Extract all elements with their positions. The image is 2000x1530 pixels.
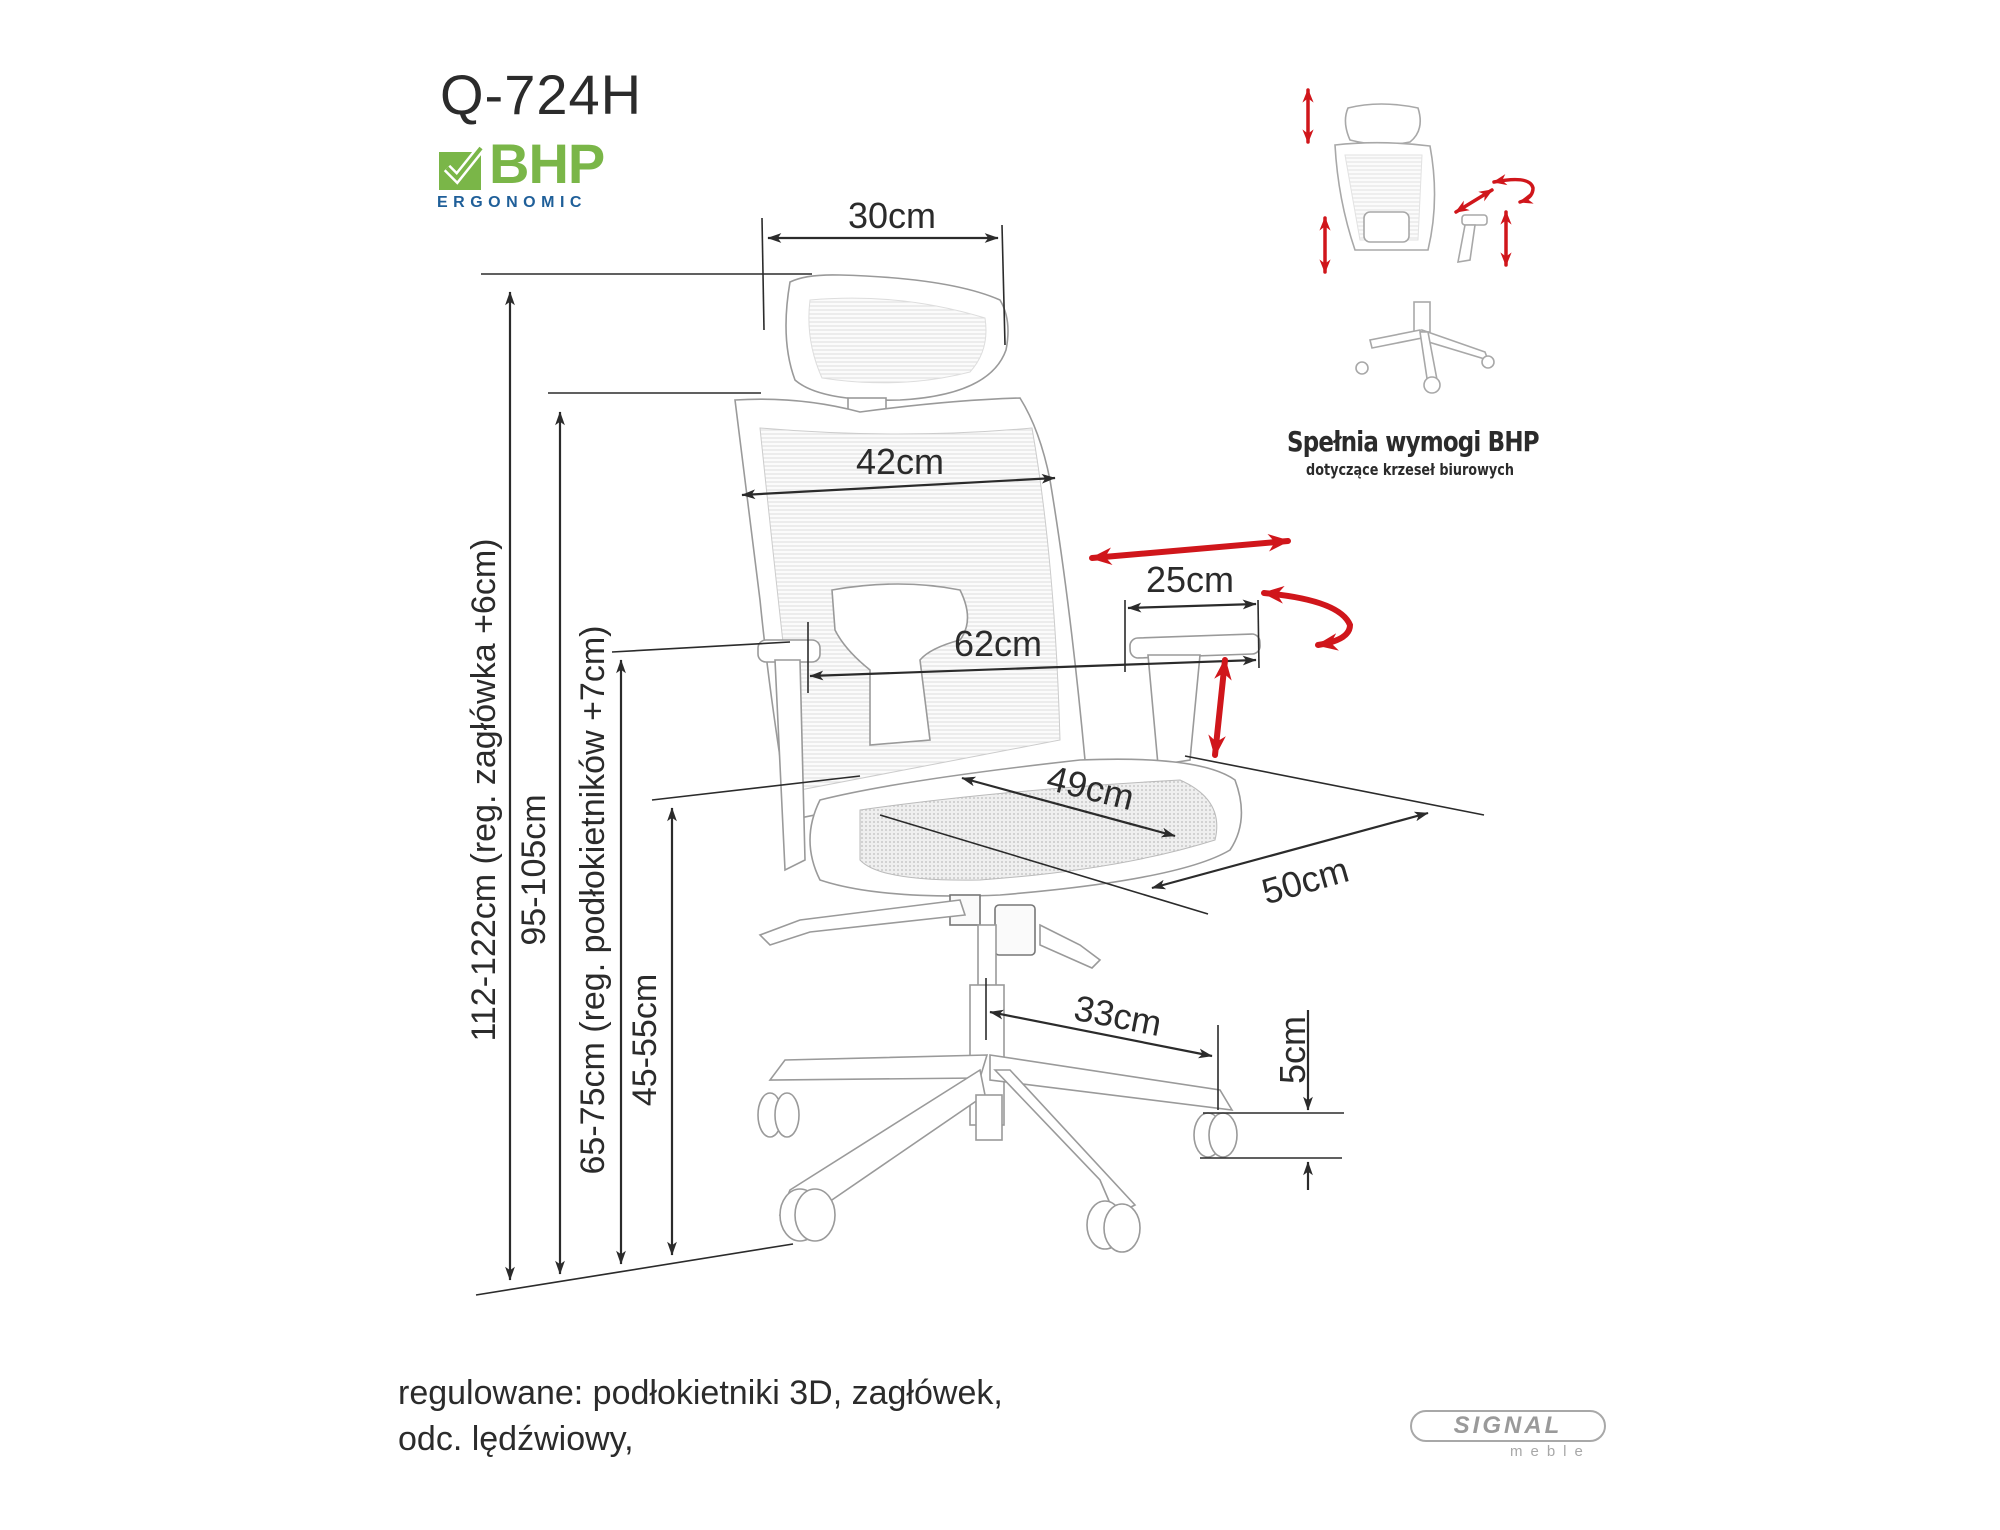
bhp-adjustment-arrows xyxy=(1302,88,1535,274)
armrest-height-label: 65-75cm (reg. podłokietników +7cm) xyxy=(574,626,612,1175)
bhp-label: BHP xyxy=(489,132,605,195)
brand-sub: meble xyxy=(1510,1443,1591,1460)
bhp-chair-back-view xyxy=(1334,103,1495,394)
seat-height-label: 45-55cm xyxy=(626,974,664,1106)
tilt-knob xyxy=(994,904,1036,956)
signal-meble-logo: SIGNAL meble xyxy=(1410,1410,1610,1470)
bhp-certification: Spełnia wymogi BHP dotyczące krzeseł biu… xyxy=(1260,425,1560,479)
between-armrests-label: 62cm xyxy=(954,623,1042,664)
brand-name: SIGNAL xyxy=(1453,1412,1563,1439)
seat-width-label: 50cm xyxy=(1257,849,1353,913)
extension-lines xyxy=(475,217,1485,1296)
total-height-label: 112-122cm (reg. zagłówka +6cm) xyxy=(465,539,503,1042)
features-line-1: regulowane: podłokietniki 3D, zagłówek, xyxy=(398,1374,1003,1412)
backrest-height-label: 95-105cm xyxy=(515,794,553,945)
adjustment-arrows xyxy=(1089,533,1354,758)
armrest-length-label: 25cm xyxy=(1146,559,1234,600)
base-radius-label: 33cm xyxy=(1071,987,1165,1044)
dimension-arrows xyxy=(505,233,1429,1281)
logo-outline xyxy=(1410,1410,1606,1442)
caster-height-label: 5cm xyxy=(1272,1016,1313,1084)
product-model-title: Q-724H xyxy=(440,63,643,126)
checkmark-icon xyxy=(439,145,485,190)
headrest-width-label: 30cm xyxy=(848,195,936,236)
bhp-ergonomic-logo: BHP ERGONOMIC xyxy=(437,134,617,212)
bhp-certification-title: Spełnia wymogi BHP xyxy=(1287,425,1540,458)
features-description: regulowane: podłokietniki 3D, zagłówek, … xyxy=(398,1370,1003,1462)
chair-illustration xyxy=(734,274,1261,1253)
ergonomic-label: ERGONOMIC xyxy=(437,194,587,211)
backrest-width-label: 42cm xyxy=(856,441,944,482)
features-line-2: odc. lędźwiowy, xyxy=(398,1420,634,1458)
bhp-certification-subtitle: dotyczące krzeseł biurowych xyxy=(1306,460,1514,479)
